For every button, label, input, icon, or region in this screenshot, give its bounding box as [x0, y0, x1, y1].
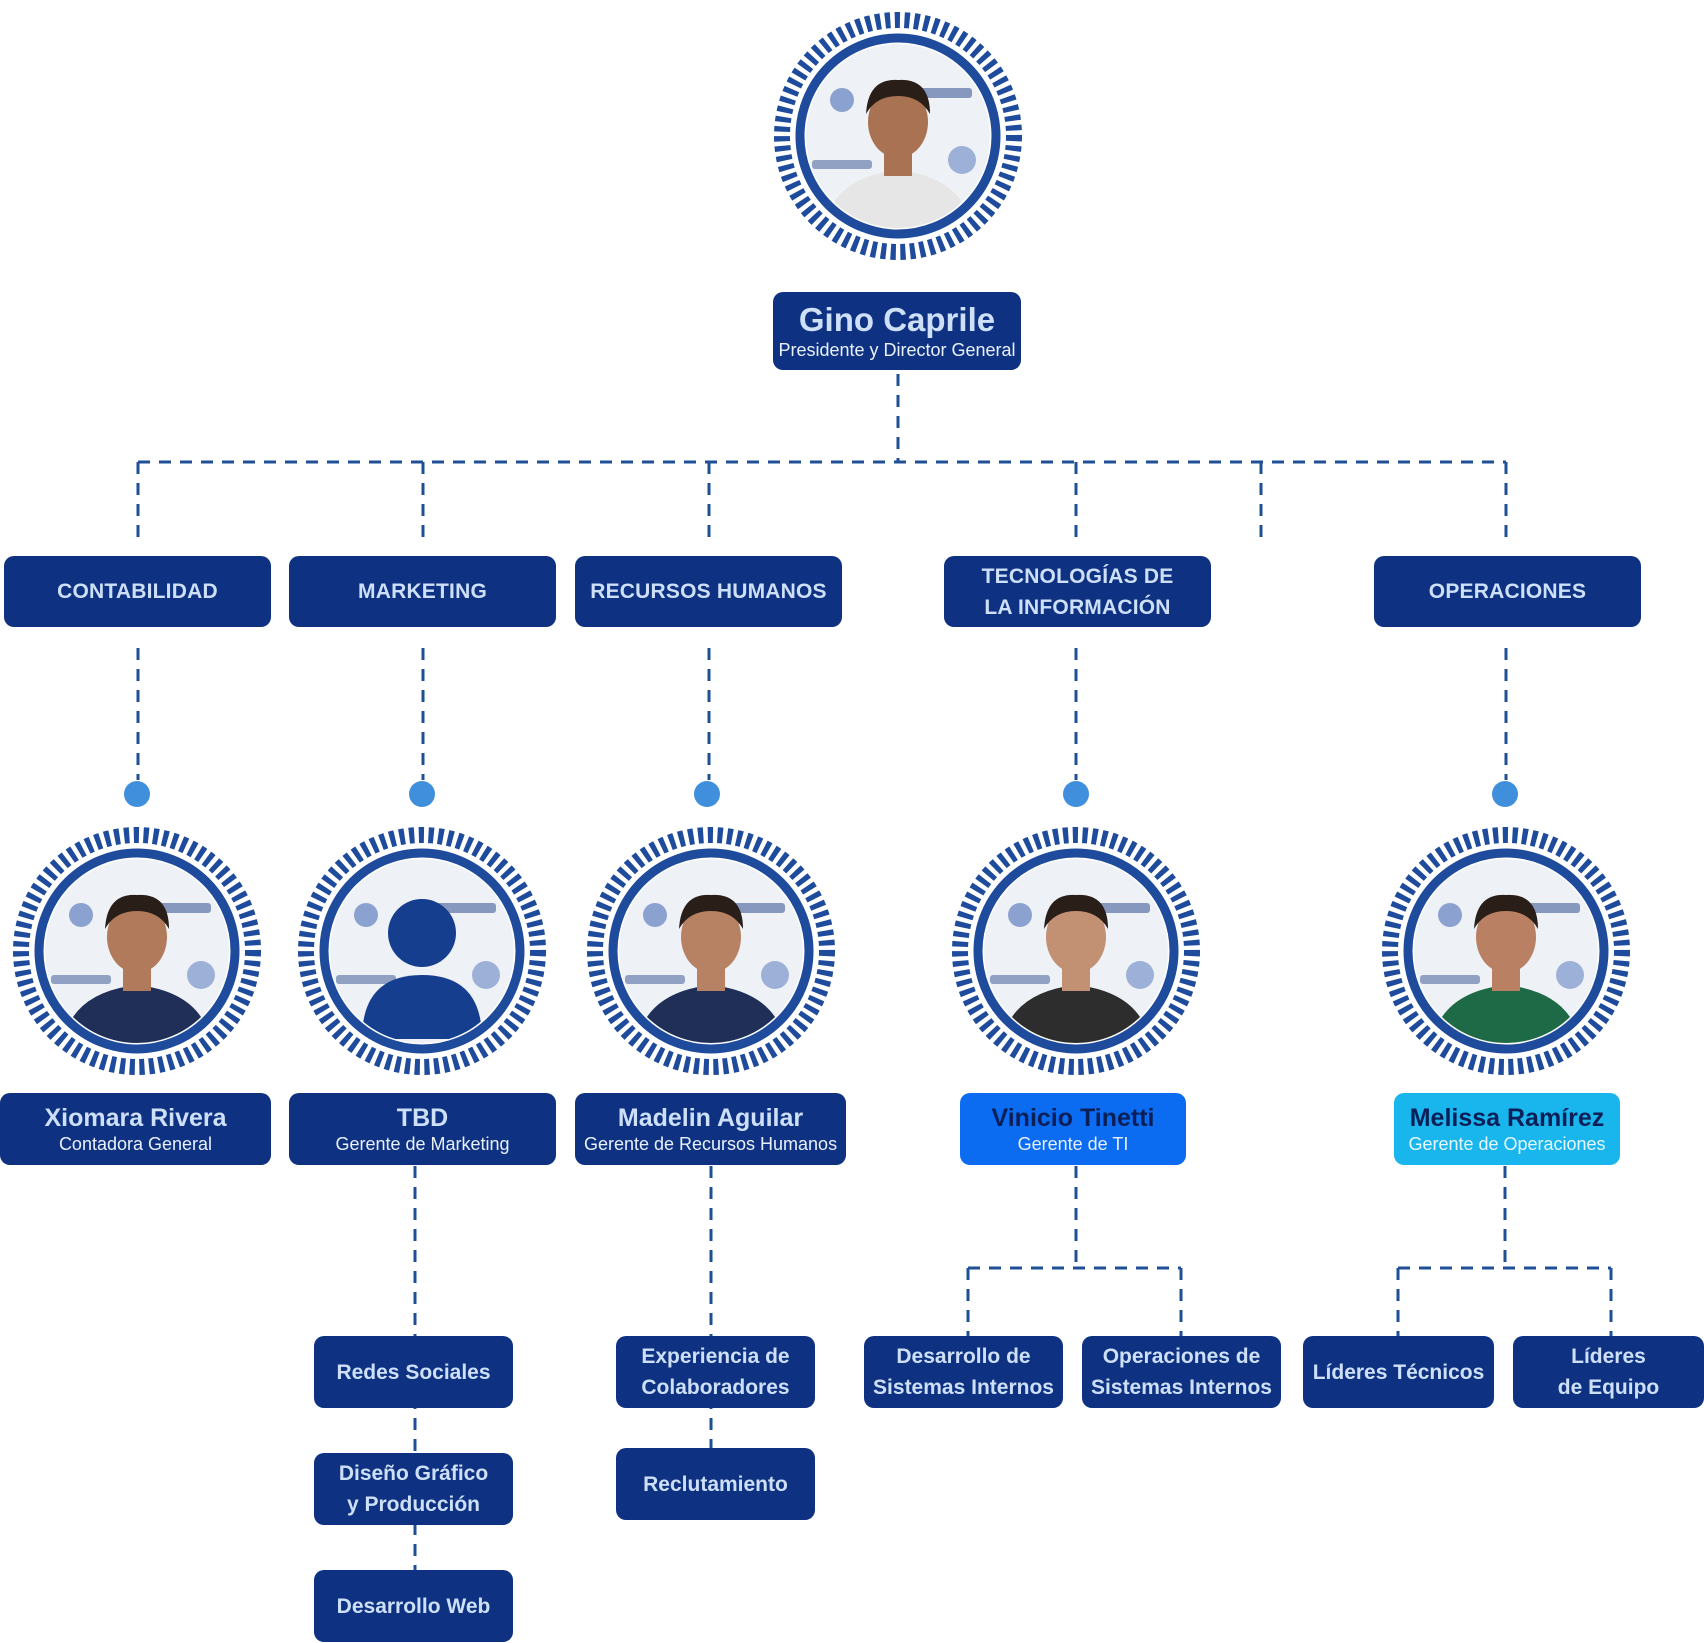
logo-mark: [1438, 903, 1462, 927]
dept-label: OPERACIONES: [1428, 580, 1587, 603]
manager-card-operaciones: Melissa Ramírez Gerente de Operaciones: [1394, 1093, 1620, 1165]
person-face: [1476, 901, 1536, 973]
dept-label: CONTABILIDAD: [57, 580, 218, 603]
photo-frame-ring: [13, 827, 261, 1075]
connector-ti-teams: [966, 1166, 1183, 1336]
dept-marketing: MARKETING: [289, 556, 556, 627]
logo-mark: [51, 975, 111, 984]
logo-mark: [69, 903, 93, 927]
person-hair: [679, 894, 743, 929]
team-lideres-equipo: Líderes de Equipo: [1513, 1336, 1704, 1408]
logo-mark: [625, 975, 685, 984]
team-redes-sociales: Redes Sociales: [314, 1336, 513, 1408]
photo-frame-ring: [587, 827, 835, 1075]
president-photo: [774, 12, 1022, 260]
logo-mark: [354, 903, 378, 927]
user-placeholder-body: [362, 975, 482, 1039]
manager-card-ti: Vinicio Tinetti Gerente de TI: [960, 1093, 1186, 1165]
connector-dot: [1492, 781, 1518, 807]
logo-mark: [761, 961, 789, 989]
manager-card-contabilidad: Xiomara Rivera Contadora General: [0, 1093, 271, 1165]
manager-card-rrhh: Madelin Aguilar Gerente de Recursos Huma…: [575, 1093, 846, 1165]
manager-photo-rrhh: [587, 827, 835, 1075]
manager-photo-operaciones: [1382, 827, 1630, 1075]
person-face: [868, 86, 928, 158]
logo-mark: [990, 975, 1050, 984]
manager-photo-ti: [952, 827, 1200, 1075]
manager-role: Gerente de TI: [1017, 1134, 1129, 1154]
team-label: Redes Sociales: [336, 1360, 491, 1384]
team-label: Desarrollo Web: [336, 1594, 491, 1618]
person-face: [107, 901, 167, 973]
person-hair: [866, 79, 930, 114]
dept-label: MARKETING: [358, 580, 487, 603]
connector-dot: [409, 781, 435, 807]
person-hair: [1044, 894, 1108, 929]
logo-mark: [643, 903, 667, 927]
team-desarrollo-web: Desarrollo Web: [314, 1570, 513, 1642]
connector-dot: [124, 781, 150, 807]
dept-operaciones: OPERACIONES: [1374, 556, 1641, 627]
logo-mark: [1126, 961, 1154, 989]
photo-frame-ring: [774, 12, 1022, 260]
team-label: Desarrollo de Sistemas Internos: [873, 1345, 1054, 1399]
person-hair: [1474, 894, 1538, 929]
dept-recursos-humanos: RECURSOS HUMANOS: [575, 556, 842, 627]
team-diseno-grafico: Diseño Gráfico y Producción: [314, 1453, 513, 1525]
manager-role: Gerente de Operaciones: [1408, 1134, 1606, 1154]
president-name: Gino Caprile: [798, 301, 996, 338]
connector-dot: [694, 781, 720, 807]
team-label: Líderes de Equipo: [1557, 1345, 1660, 1399]
photo-frame-ring: [1382, 827, 1630, 1075]
manager-role: Gerente de Marketing: [335, 1134, 510, 1154]
manager-photo-marketing: [298, 827, 546, 1075]
person-face: [1046, 901, 1106, 973]
team-label: Líderes Técnicos: [1312, 1360, 1485, 1384]
team-label: Reclutamiento: [643, 1472, 788, 1496]
photo-frame-ring: [952, 827, 1200, 1075]
president-card: Gino Caprile Presidente y Director Gener…: [773, 292, 1021, 370]
manager-card-marketing: TBD Gerente de Marketing: [289, 1093, 556, 1165]
team-reclutamiento: Reclutamiento: [616, 1448, 815, 1520]
logo-mark: [948, 146, 976, 174]
president-role: Presidente y Director General: [778, 340, 1016, 360]
manager-name: Vinicio Tinetti: [991, 1104, 1155, 1132]
team-operaciones-sistemas: Operaciones de Sistemas Internos: [1082, 1336, 1281, 1408]
person-face: [681, 901, 741, 973]
dept-label: TECNOLOGÍAS DE LA INFORMACIÓN: [981, 564, 1174, 619]
team-experiencia-colaboradores: Experiencia de Colaboradores: [616, 1336, 815, 1408]
logo-mark: [1556, 961, 1584, 989]
manager-photo-contabilidad: [13, 827, 261, 1075]
dept-tecnologias-informacion: TECNOLOGÍAS DE LA INFORMACIÓN: [944, 556, 1211, 627]
logo-mark: [1008, 903, 1032, 927]
logo-mark: [812, 160, 872, 169]
manager-name: TBD: [396, 1104, 449, 1132]
logo-mark: [187, 961, 215, 989]
connector-ops-teams: [1396, 1166, 1613, 1336]
logo-mark: [830, 88, 854, 112]
team-label: Experiencia de Colaboradores: [641, 1345, 790, 1399]
logo-mark: [336, 975, 396, 984]
dept-label: RECURSOS HUMANOS: [590, 580, 827, 603]
team-lideres-tecnicos: Líderes Técnicos: [1303, 1336, 1494, 1408]
manager-name: Madelin Aguilar: [617, 1104, 804, 1132]
team-label: Operaciones de Sistemas Internos: [1091, 1345, 1272, 1399]
person-hair: [105, 894, 169, 929]
logo-mark: [472, 961, 500, 989]
team-label: Diseño Gráfico y Producción: [338, 1462, 489, 1516]
connector-dot: [1063, 781, 1089, 807]
manager-name: Xiomara Rivera: [44, 1104, 227, 1132]
manager-role: Gerente de Recursos Humanos: [583, 1134, 838, 1154]
manager-name: Melissa Ramírez: [1409, 1104, 1605, 1132]
user-placeholder-head: [388, 899, 456, 967]
logo-mark: [1420, 975, 1480, 984]
team-desarrollo-sistemas: Desarrollo de Sistemas Internos: [864, 1336, 1063, 1408]
dept-contabilidad: CONTABILIDAD: [4, 556, 271, 627]
manager-role: Contadora General: [58, 1134, 213, 1154]
photo-frame-ring: [298, 827, 546, 1075]
